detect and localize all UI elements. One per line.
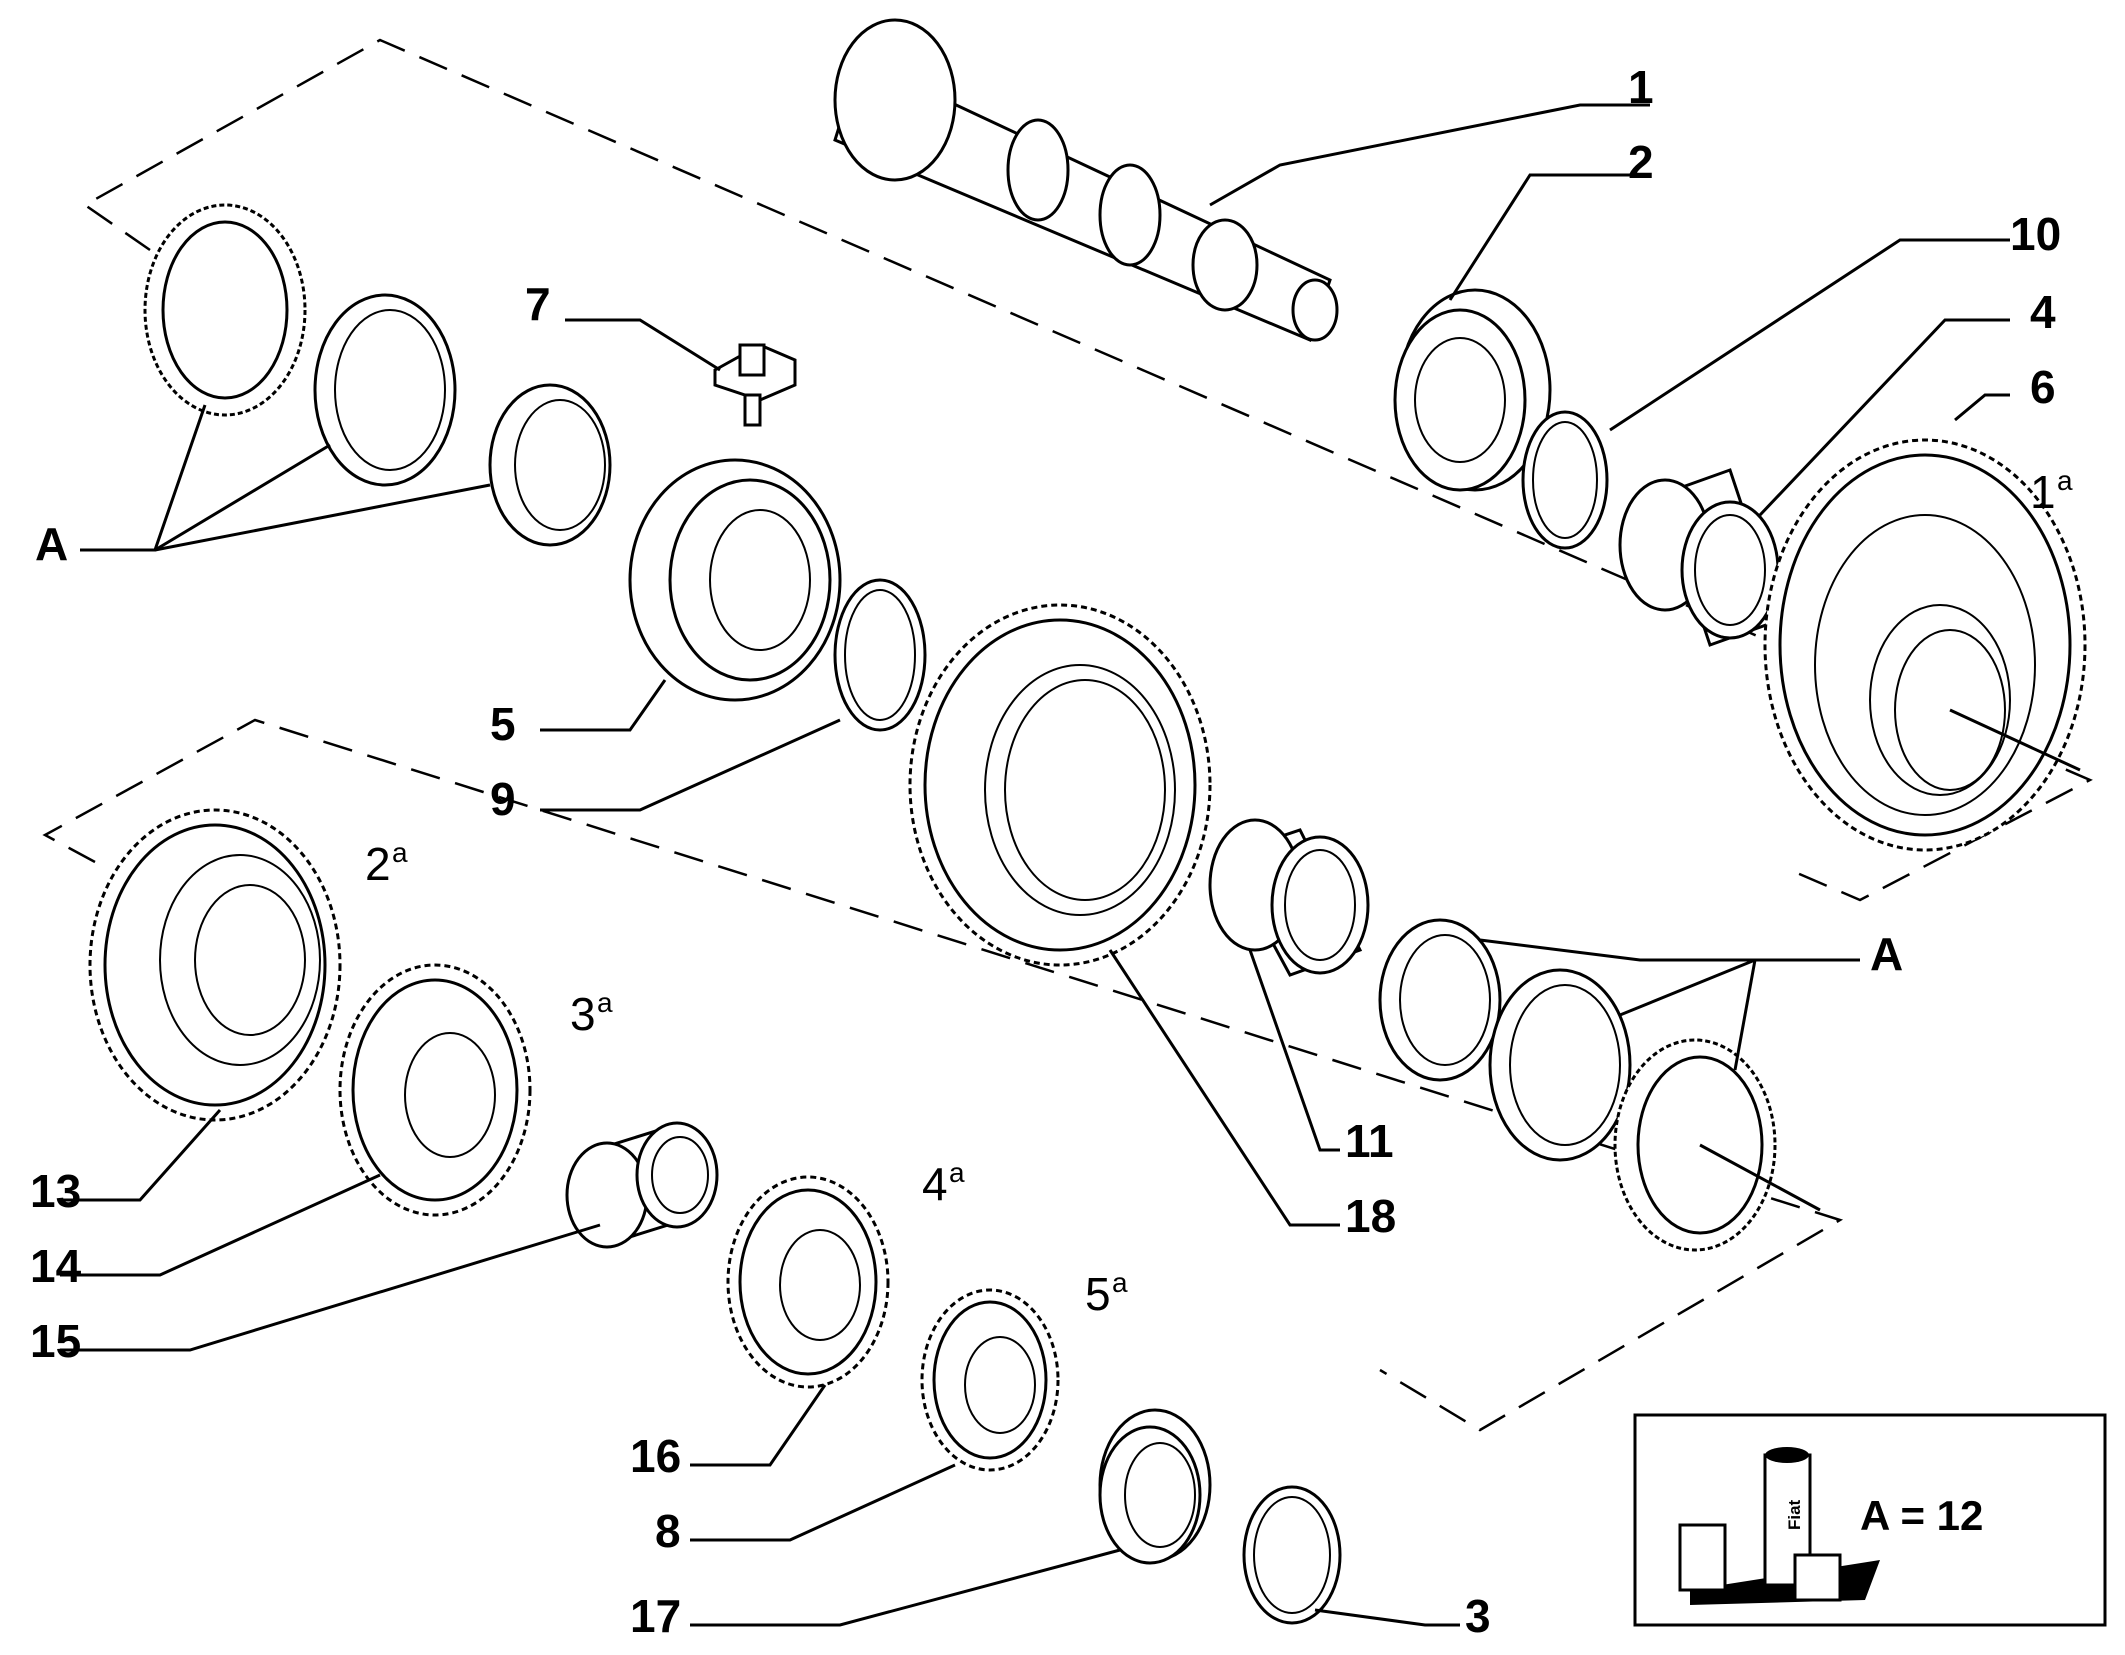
label-part-2: 2	[1628, 136, 1654, 188]
gear-part-6-first	[1763, 438, 2087, 852]
label-part-17: 17	[630, 1590, 681, 1642]
label-part-15: 15	[30, 1315, 81, 1367]
gear-name-5th: 5 a	[1085, 1267, 1128, 1320]
label-part-6: 6	[2030, 361, 2056, 413]
svg-text:a: a	[597, 987, 613, 1018]
synchro-hub-part-5	[628, 458, 842, 702]
kit-quantity-text: A = 12	[1860, 1492, 1983, 1539]
gear-part-13-second	[88, 808, 342, 1122]
kit-quantity-box: Fiat A = 12	[1633, 1413, 2107, 1627]
svg-text:a: a	[949, 1157, 965, 1188]
dashed-group-upper	[82, 38, 2093, 902]
svg-text:5: 5	[1085, 1268, 1111, 1320]
synchro-ring-left-inner	[488, 383, 612, 547]
label-part-5: 5	[490, 698, 516, 750]
dashed-group-lower	[42, 718, 1844, 1432]
gear-part-8-fifth	[920, 1288, 1060, 1472]
label-part-1: 1	[1628, 61, 1654, 113]
label-part-10: 10	[2010, 208, 2061, 260]
svg-text:a: a	[2057, 465, 2073, 496]
synchro-ring-left-outer	[143, 203, 307, 417]
label-part-18: 18	[1345, 1190, 1396, 1242]
bearing-part-2	[1393, 288, 1552, 492]
label-part-9: 9	[490, 773, 516, 825]
label-part-7: 7	[525, 278, 551, 330]
svg-text:4: 4	[922, 1158, 948, 1210]
gear-part-14-third	[338, 963, 532, 1217]
label-part-3: 3	[1465, 1590, 1491, 1642]
needle-bearing-part-11	[1208, 818, 1370, 977]
synchro-ring-right-outer	[1613, 1038, 1777, 1252]
label-part-13: 13	[30, 1165, 81, 1217]
shim-part-3	[1242, 1485, 1342, 1625]
label-part-16: 16	[630, 1430, 681, 1482]
snap-ring-part-9	[833, 578, 927, 732]
snap-ring-part-10	[1521, 410, 1609, 550]
leader-lines	[60, 103, 2081, 1627]
spacer-part-15	[565, 1121, 719, 1249]
sleeve-part-18	[908, 603, 1212, 967]
label-part-4: 4	[2030, 286, 2056, 338]
label-part-8: 8	[655, 1505, 681, 1557]
gear-part-16-fourth	[726, 1175, 890, 1389]
label-part-11: 11	[1345, 1115, 1394, 1167]
label-part-14: 14	[30, 1240, 82, 1292]
label-group-a-right: A	[1870, 928, 1903, 980]
gear-name-4th: 4 a	[922, 1157, 965, 1210]
svg-text:3: 3	[570, 988, 596, 1040]
can-logo-text: Fiat	[1785, 1499, 1804, 1530]
label-group-a-left: A	[35, 518, 68, 570]
product-cans-icon: Fiat	[1678, 1447, 1880, 1605]
shaft-part-1	[833, 18, 1339, 343]
svg-text:1: 1	[2030, 466, 2056, 518]
svg-text:a: a	[392, 837, 408, 868]
synchro-ring-right-inner	[1378, 918, 1502, 1082]
svg-text:2: 2	[365, 838, 391, 890]
synchro-cone-right-middle	[1488, 968, 1632, 1162]
key-part-7	[713, 343, 797, 427]
gear-name-1st: 1 a	[2030, 465, 2073, 518]
bearing-part-17	[1098, 1408, 1212, 1565]
gear-name-2nd: 2 a	[365, 837, 408, 890]
needle-bearing-part-4	[1618, 468, 1782, 647]
svg-text:a: a	[1112, 1267, 1128, 1298]
gear-name-3rd: 3 a	[570, 987, 613, 1040]
synchro-cone-left-middle	[313, 293, 457, 487]
